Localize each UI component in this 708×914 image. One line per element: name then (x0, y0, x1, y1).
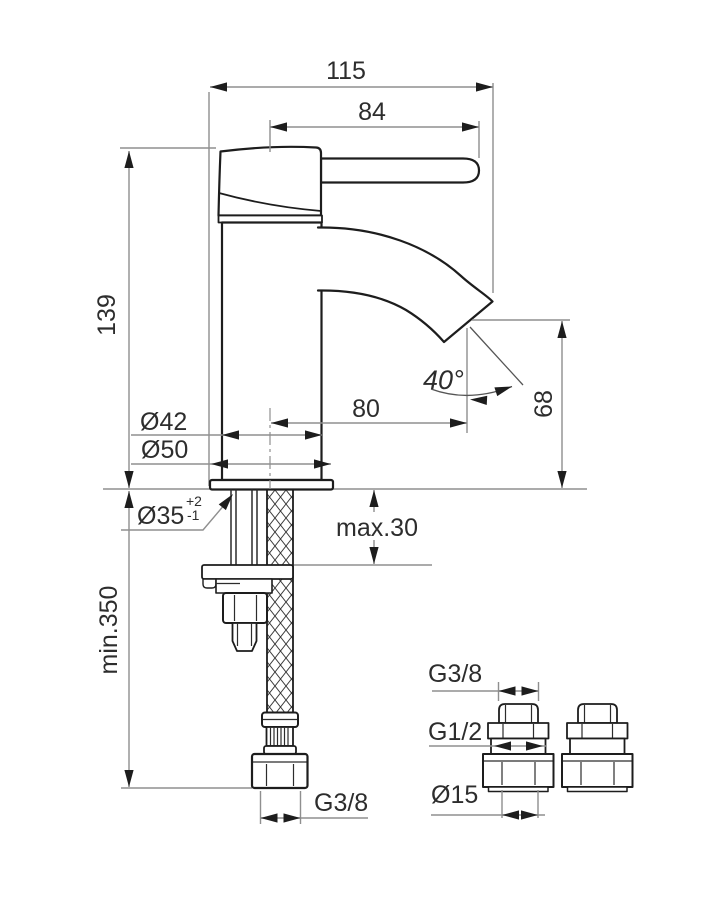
dim-d35-tol-lower: -1 (187, 507, 200, 523)
mounting-shank (230, 489, 258, 565)
hose-nut-washer (263, 745, 297, 755)
fitting-upper-hex (566, 722, 629, 740)
dim-40deg-label: 40° (423, 365, 464, 395)
adapter-fitting-left (482, 703, 555, 793)
braided-hose (266, 488, 294, 714)
dim-spout-angle: 40° (423, 326, 524, 405)
clamp-bracket (201, 564, 294, 580)
dim-spout-reach: 80 (269, 328, 468, 489)
fitting-bottom-lip (566, 786, 628, 793)
dim-84-label: 84 (358, 98, 386, 126)
dim-139-label: 139 (93, 294, 121, 336)
dim-d35-label: Ø35 (137, 502, 184, 530)
dim-68-label: 68 (530, 390, 558, 418)
dim-max30-label: max.30 (336, 514, 418, 542)
dim-fitting-pipe-diameter: Ø15 (431, 781, 545, 820)
fitting-compression-nut (561, 753, 634, 788)
dim-mount-hole: Ø35 +2 -1 (121, 491, 237, 531)
dim-min-hose-clearance: min.350 (95, 491, 134, 787)
fitting-thread-stub (577, 703, 618, 724)
fitting-d15-label: Ø15 (431, 781, 478, 809)
dim-min350-label: min.350 (95, 586, 123, 675)
hose-connection-nut (250, 752, 309, 790)
fitting-g38-label: G3/8 (428, 660, 482, 688)
dim-handle-length: 84 (269, 98, 480, 158)
fitting-compression-nut (482, 753, 555, 788)
faucet-handle-cap (217, 145, 323, 217)
shank-washer (215, 578, 273, 594)
dim-outlet-height: 68 (472, 319, 570, 488)
base-flange (208, 478, 335, 491)
adapter-fitting-right (561, 703, 634, 793)
below-deck-assembly (201, 488, 309, 790)
dim-80-label: 80 (352, 395, 380, 423)
fitting-g12-label: G1/2 (428, 718, 482, 746)
dim-fitting-thread-mid: G1/2 (428, 718, 546, 751)
dim-d35-tol-upper: +2 (186, 493, 202, 509)
fitting-bottom-lip (487, 786, 549, 793)
bracket-foot (202, 578, 217, 589)
dim-hose-thread: G3/8 (259, 789, 368, 824)
handle-skirt-line (218, 192, 322, 212)
faucet-outline (208, 145, 494, 491)
dim-body-height: 139 (93, 147, 216, 488)
dim-base-diameter: Ø50 (131, 436, 331, 469)
shank-stud-end (231, 622, 258, 652)
dim-115-label: 115 (326, 57, 366, 85)
dim-g38-hose-label: G3/8 (314, 789, 368, 817)
fitting-thread-stub (498, 703, 539, 724)
dim-body-diameter: Ø42 (131, 408, 322, 440)
fitting-mid-thread (569, 737, 626, 755)
dim-d42-label: Ø42 (140, 408, 187, 436)
faucet-body (220, 221, 323, 482)
fitting-upper-hex (487, 722, 550, 740)
dim-deck-thickness: max.30 (336, 490, 418, 564)
dim-fitting-thread-top: G3/8 (428, 660, 540, 701)
faucet-lever (319, 157, 481, 184)
reference-lines (103, 92, 587, 789)
faucet-spout (318, 227, 493, 342)
mounting-nut (222, 592, 268, 624)
dim-overall-width: 115 (210, 57, 494, 293)
dim-d50-label: Ø50 (141, 436, 188, 464)
